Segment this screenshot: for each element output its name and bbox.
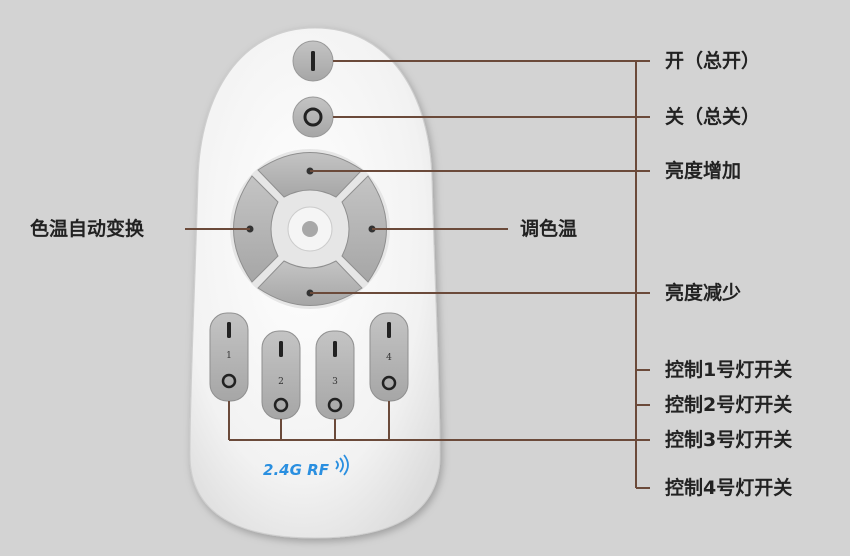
zone-4-on-icon bbox=[387, 322, 391, 338]
label-power-off: 关（总关） bbox=[665, 106, 761, 128]
power-on-icon bbox=[311, 51, 315, 71]
zone-1-off-icon bbox=[221, 373, 237, 389]
label-power-on: 开（总开） bbox=[665, 50, 761, 72]
label-brightness-up: 亮度增加 bbox=[665, 160, 742, 182]
zone-2-off-icon bbox=[273, 397, 289, 413]
zone-button-1[interactable]: 1 bbox=[209, 312, 249, 402]
zone-3-number: 3 bbox=[332, 377, 338, 387]
label-color-temp: 调色温 bbox=[520, 218, 578, 240]
auto-color-temp-button[interactable] bbox=[233, 175, 279, 283]
color-temp-button[interactable] bbox=[341, 175, 387, 283]
label-auto-color-temp: 色温自动变换 bbox=[30, 218, 145, 240]
zone-button-4[interactable]: 4 bbox=[369, 312, 409, 402]
dpad bbox=[230, 149, 390, 309]
power-off-icon bbox=[303, 107, 323, 127]
wireless-signal-icon bbox=[335, 454, 349, 476]
label-brightness-down: 亮度减少 bbox=[665, 282, 742, 304]
brightness-down-button[interactable] bbox=[257, 260, 363, 306]
brand-text: 2.4G RF bbox=[263, 461, 330, 479]
label-zone-3: 控制3号灯开关 bbox=[665, 429, 793, 451]
zone-2-on-icon bbox=[279, 341, 283, 357]
power-off-button[interactable] bbox=[292, 96, 334, 138]
zone-3-off-icon bbox=[327, 397, 343, 413]
center-dot-icon bbox=[302, 221, 318, 237]
zone-3-on-icon bbox=[333, 341, 337, 357]
zone-4-off-icon bbox=[381, 375, 397, 391]
power-on-button[interactable] bbox=[292, 40, 334, 82]
leader-lines bbox=[185, 60, 650, 489]
zone-2-number: 2 bbox=[278, 377, 284, 387]
zone-button-3[interactable]: 3 bbox=[315, 330, 355, 420]
label-zone-4: 控制4号灯开关 bbox=[665, 477, 793, 499]
zone-button-2[interactable]: 2 bbox=[261, 330, 301, 420]
label-zone-1: 控制1号灯开关 bbox=[665, 359, 793, 381]
brightness-up-button[interactable] bbox=[257, 152, 363, 198]
label-zone-2: 控制2号灯开关 bbox=[665, 394, 793, 416]
zone-4-number: 4 bbox=[386, 353, 392, 363]
zone-1-on-icon bbox=[227, 322, 231, 338]
zone-1-number: 1 bbox=[226, 351, 232, 361]
